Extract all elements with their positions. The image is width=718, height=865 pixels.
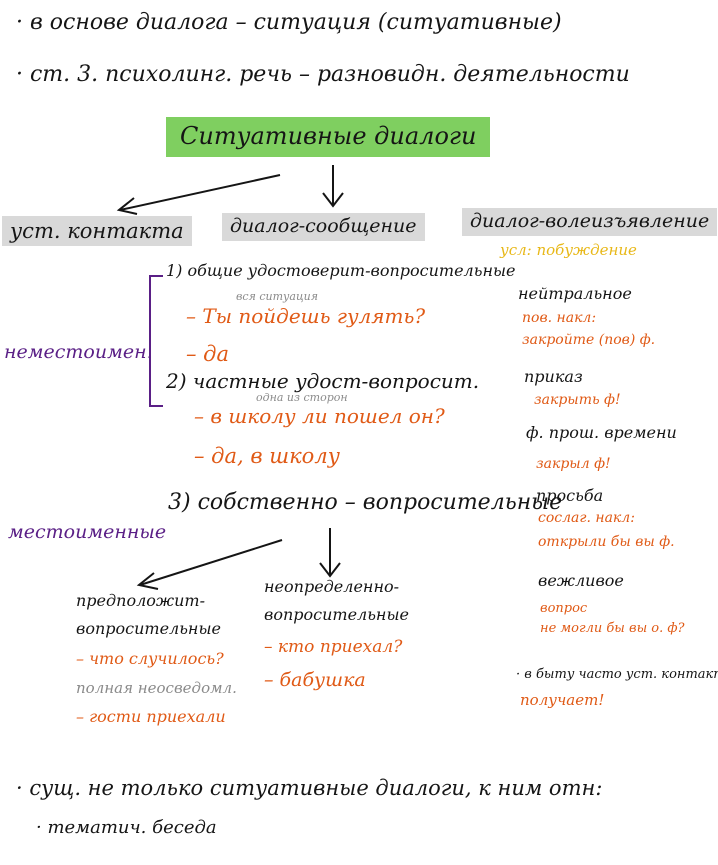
footer-line-1: · сущ. не только ситуативные диалоги, к … <box>16 776 603 800</box>
item1-label: 1) общие удостоверит-вопросительные <box>166 261 516 280</box>
right-item-3-line-1: закрыл ф! <box>536 456 611 472</box>
side-label-nonpronominal: неместоимен. <box>4 341 153 363</box>
item1-example-2: – да <box>186 342 230 366</box>
right-item-1-line-2: закройте (пов) ф. <box>522 332 656 348</box>
arrow-title-down-head <box>322 192 344 208</box>
item2-label: 2) частные удост-вопросит. <box>166 369 480 393</box>
right-item-4-line-1: сослаг. накл: <box>538 510 635 526</box>
right-contact-line: · в быту часто уст. контакт <box>516 667 718 682</box>
sub-left-note: полная неосведомл. <box>76 679 237 697</box>
item1-example-1: – Ты пойдешь гулять? <box>186 304 426 328</box>
arrow-title-left <box>119 174 281 211</box>
sub-right-title-line-2: вопросительные <box>264 605 409 624</box>
purple-bracket <box>149 275 163 407</box>
item2-example-1: – в школу ли пошел он? <box>194 404 445 428</box>
side-label-pronominal: местоименные <box>8 521 167 543</box>
right-item-5-line-1: вопрос <box>540 601 588 616</box>
branch-left: уст. контакта <box>2 216 192 247</box>
sub-right-example-2: – бабушка <box>264 669 366 691</box>
right-item-4-line-2: открыли бы вы ф. <box>538 534 675 550</box>
sub-left-example-1: – что случилось? <box>76 649 224 668</box>
sub-right-example-1: – кто приехал? <box>264 637 403 657</box>
sub-left-title-line-2: вопросительные <box>76 619 221 638</box>
sub-right-title-line-1: неопределенно- <box>264 577 400 596</box>
right-item-3-title: ф. прош. времени <box>526 423 677 442</box>
right-item-5-line-2: не могли бы вы о. ф? <box>540 621 685 636</box>
arrow-item3-left <box>139 539 283 586</box>
arrow-item3-left-head <box>136 572 159 590</box>
right-branch-note: усл: побуждение <box>500 241 637 259</box>
header-line-1: · в основе диалога – ситуация (ситуативн… <box>16 10 562 35</box>
branch-right: диалог-волеизъявление <box>462 208 718 236</box>
right-item-1-title: нейтральное <box>518 284 632 303</box>
item2-note: одна из сторон <box>256 391 348 404</box>
right-item-1-line-1: пов. накл: <box>522 310 597 326</box>
item2-example-2: – да, в школу <box>194 444 340 468</box>
right-item-4-title: просьба <box>536 486 604 505</box>
right-item-5-title: вежливое <box>538 571 624 590</box>
arrow-title-left-head <box>116 197 138 215</box>
right-item-2-line-1: закрыть ф! <box>534 392 621 408</box>
sub-left-example-2: – гости приехали <box>76 707 226 726</box>
footer-line-2: · тематич. беседа <box>36 817 217 838</box>
arrow-item3-down-head <box>319 562 341 578</box>
sub-left-title-line-1: предположит- <box>76 591 205 610</box>
diagram-title: Ситуативные диалоги <box>166 117 491 157</box>
right-contact-example: получает! <box>520 691 605 709</box>
right-item-2-title: приказ <box>524 367 583 386</box>
branch-middle: диалог-сообщение <box>222 213 425 241</box>
item3-label: 3) собственно – вопросительные <box>168 490 563 515</box>
header-line-2: · ст. 3. психолинг. речь – разновидн. де… <box>16 62 630 87</box>
item1-note: вся ситуация <box>236 290 319 303</box>
